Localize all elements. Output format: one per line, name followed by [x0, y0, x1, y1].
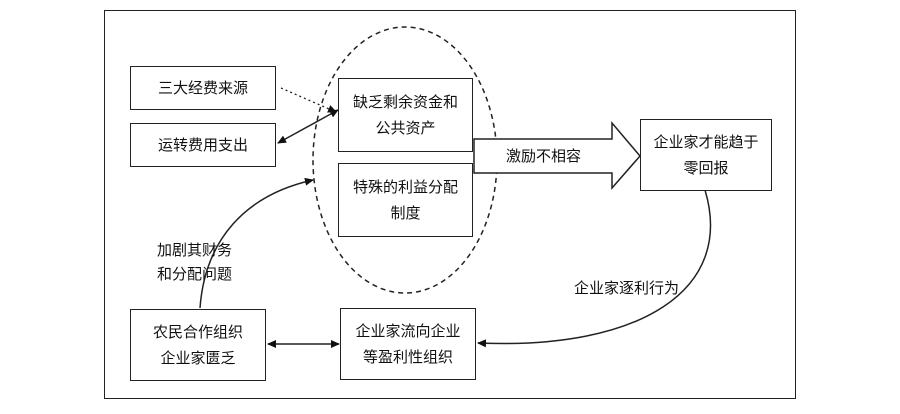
label-incentive-mismatch: 激励不相容: [506, 147, 582, 165]
label-aggravate-line1: 加剧其财务: [157, 241, 233, 259]
node-special-distribution: 特殊的利益分配 制度: [338, 163, 473, 237]
node-three-sources-text: 三大经费来源: [157, 79, 248, 97]
node-zero-return-line1: 企业家才能趋于: [653, 133, 759, 151]
node-lack-funds: 缺乏剩余资金和 公共资产: [338, 78, 473, 152]
node-lack-funds-line2: 公共资产: [375, 119, 436, 137]
label-profit-seeking: 企业家逐利行为: [574, 279, 680, 297]
node-special-distribution-line1: 特殊的利益分配: [352, 178, 458, 196]
curve-arrow-aggravate: [199, 177, 314, 309]
dashed-ellipse-group: [312, 26, 498, 294]
node-special-distribution-line2: 制度: [390, 204, 421, 222]
node-three-sources: 三大经费来源: [130, 66, 276, 110]
node-operating-costs: 运转费用支出: [130, 123, 276, 167]
dotted-arrow-sources: [280, 87, 337, 113]
label-aggravate-line2: 和分配问题: [157, 265, 233, 283]
node-lack-entrepreneur-line2: 企业家匮乏: [160, 349, 236, 367]
block-arrow-incentive: [473, 120, 641, 190]
curve-arrow-profit: [477, 189, 712, 348]
node-zero-return: 企业家才能趋于 零回报: [640, 119, 772, 191]
node-lack-entrepreneur-line1: 农民合作组织: [152, 323, 243, 341]
node-lack-funds-line1: 缺乏剩余资金和: [352, 93, 458, 111]
node-lack-entrepreneur: 农民合作组织 企业家匮乏: [130, 309, 266, 381]
node-entrepreneur-flow-line1: 企业家流向企业: [355, 322, 461, 340]
node-operating-costs-text: 运转费用支出: [157, 136, 248, 154]
node-entrepreneur-flow: 企业家流向企业 等盈利性组织: [340, 308, 476, 380]
node-entrepreneur-flow-line2: 等盈利性组织: [362, 348, 453, 366]
diagram-frame: [104, 10, 796, 399]
double-arrow-costs: [277, 109, 339, 144]
node-zero-return-line2: 零回报: [683, 159, 729, 177]
